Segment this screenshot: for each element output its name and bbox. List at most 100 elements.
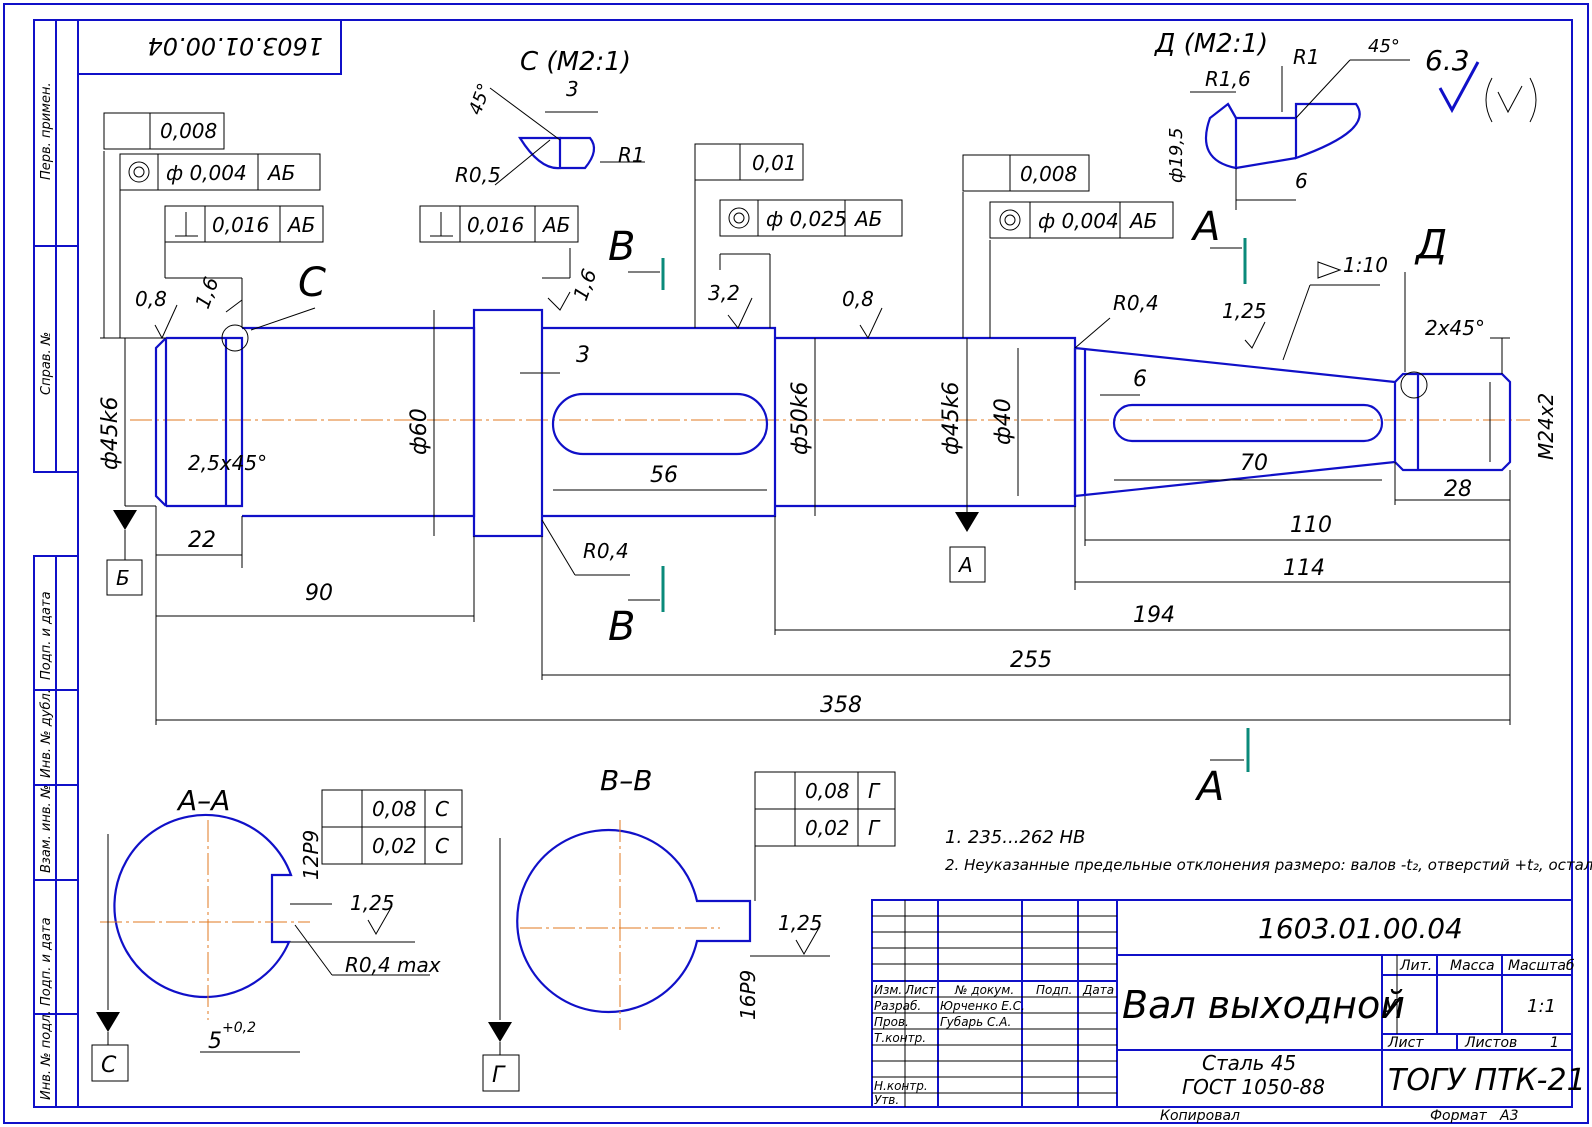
datum-b-box bbox=[106, 559, 143, 596]
dim-110: 110 bbox=[1290, 513, 1332, 538]
roughness-general: 6.3 bbox=[1425, 44, 1470, 77]
perv-label: Перв. примен. bbox=[39, 82, 54, 180]
podp1-label: Подп. и дата bbox=[39, 591, 54, 680]
tol-f11-value: 0,08 bbox=[805, 779, 850, 803]
dim-taper: 1:10 bbox=[1343, 253, 1388, 277]
section-bb-16p9: 16P9 bbox=[736, 970, 760, 1020]
tb-massa: Масса bbox=[1450, 958, 1495, 974]
tb-razrab-name: Юрченко Е.С. bbox=[940, 999, 1025, 1013]
tol-f2-value: ф 0,004 bbox=[166, 161, 247, 185]
dim-r04-b: R0,4 bbox=[1113, 291, 1159, 315]
tb-h-date: Дата bbox=[1082, 983, 1114, 997]
detail-d: Д (М2:1) R1,6 R1 45° 6 bbox=[1154, 29, 1410, 210]
section-markers bbox=[113, 238, 1250, 772]
tb-listov: Листов bbox=[1464, 1035, 1517, 1051]
rough-125-a: 1,25 bbox=[1222, 299, 1267, 323]
tb-lit: Лит. bbox=[1399, 958, 1432, 974]
datum-c-letter: С bbox=[101, 1053, 117, 1078]
datum-a-letter: А bbox=[957, 553, 973, 577]
tol-f6-value: ф 0,025 bbox=[766, 207, 847, 231]
dimension-lines bbox=[100, 151, 1511, 725]
detail-d-r1: R1 bbox=[1293, 45, 1320, 69]
tb-h-doc: № докум. bbox=[954, 983, 1014, 997]
dim-3: 3 bbox=[576, 343, 590, 368]
datum-a-box bbox=[949, 546, 986, 583]
tol-f4-base: АБ bbox=[541, 213, 570, 237]
inv-dubl-label: Инв. № дубл. bbox=[39, 689, 54, 778]
detail-c-r05: R0,5 bbox=[455, 163, 501, 187]
tol-f9-base: С bbox=[435, 797, 449, 821]
tol-f11-base: Г bbox=[868, 779, 881, 803]
dim-6: 6 bbox=[1133, 367, 1147, 392]
tol-f10-base: С bbox=[435, 834, 449, 858]
sprav-label: Справ. № bbox=[39, 332, 54, 395]
dim-255: 255 bbox=[1010, 648, 1052, 673]
shaft-outline bbox=[154, 308, 1512, 538]
section-a-top: А bbox=[1190, 204, 1220, 250]
tb-prov-name: Губарь С.А. bbox=[940, 1015, 1011, 1029]
tol-f12-base: Г bbox=[868, 816, 881, 840]
detail-c-r1: R1 bbox=[618, 143, 645, 167]
datum-b-letter: Б bbox=[116, 566, 130, 590]
tol-f5-value: 0,01 bbox=[752, 151, 797, 175]
stamp-number: 1603.01.00.04 bbox=[147, 32, 323, 60]
dim-r04-a: R0,4 bbox=[583, 539, 629, 563]
tol-f1-value: 0,008 bbox=[160, 119, 217, 143]
detail-c-dim-3: 3 bbox=[566, 77, 579, 101]
roughness-bracket-icon bbox=[1485, 77, 1537, 123]
tb-lit-val: У bbox=[1385, 996, 1397, 1017]
tb-h-izm: Изм. bbox=[874, 983, 902, 997]
section-aa: С А–А 12P9 1,25 R0,4 max 5 +0,2 bbox=[91, 784, 441, 1082]
title-block bbox=[871, 899, 1573, 1108]
tolerance-frames bbox=[103, 112, 1174, 865]
detail-c-letter: С bbox=[298, 260, 326, 306]
roughness-general-icon bbox=[1438, 61, 1480, 114]
detail-c: С (М2:1) 3 45° R0,5 R1 bbox=[455, 47, 645, 187]
tb-scale-val: 1:1 bbox=[1527, 996, 1556, 1017]
taper-icon bbox=[1317, 261, 1342, 279]
dim-m24: M24x2 bbox=[1534, 393, 1558, 460]
section-aa-12p9: 12P9 bbox=[299, 830, 323, 880]
stamp-box bbox=[77, 19, 342, 75]
tb-material-2: ГОСТ 1050-88 bbox=[1182, 1075, 1325, 1099]
inv-podl-label: Инв. № подл. bbox=[39, 1010, 54, 1100]
dim-28: 28 bbox=[1444, 477, 1472, 502]
section-aa-rough: 1,25 bbox=[350, 891, 395, 915]
section-bb-title: В–В bbox=[600, 764, 652, 797]
note-1: 1. 235...262 HB bbox=[945, 827, 1085, 848]
tb-material-1: Сталь 45 bbox=[1202, 1051, 1296, 1075]
tb-nkontr: Н.контр. bbox=[874, 1079, 928, 1093]
note-2: 2. Неуказанные предельные отклонения раз… bbox=[945, 856, 1592, 874]
detail-c-title: С (М2:1) bbox=[520, 47, 631, 77]
detail-d-letter: Д bbox=[1414, 222, 1447, 268]
tol-f4-value: 0,016 bbox=[467, 213, 524, 237]
dim-d60: ф60 bbox=[407, 408, 432, 455]
tb-tkontr: Т.контр. bbox=[874, 1031, 926, 1045]
tb-utv: Утв. bbox=[874, 1093, 899, 1107]
tol-f7-value: 0,008 bbox=[1020, 162, 1077, 186]
section-aa-title: А–А bbox=[176, 784, 230, 817]
side-strip: Перв. примен. Справ. № Подп. и дата Инв.… bbox=[33, 19, 79, 1108]
datum-g-letter: Г bbox=[492, 1063, 506, 1088]
rough-08-b: 0,8 bbox=[842, 287, 874, 311]
dim-22: 22 bbox=[188, 528, 216, 553]
section-aa-r04max: R0,4 max bbox=[345, 953, 441, 977]
tol-f9-value: 0,08 bbox=[372, 797, 417, 821]
section-aa-5-tol: +0,2 bbox=[222, 1020, 256, 1036]
tb-format: Формат bbox=[1430, 1108, 1488, 1124]
tb-format-val: A3 bbox=[1499, 1108, 1518, 1124]
section-v-bottom: В bbox=[608, 604, 635, 650]
outer-frame bbox=[3, 3, 1589, 1124]
section-bb-rough: 1,25 bbox=[778, 911, 823, 935]
rough-08-a: 0,8 bbox=[135, 287, 167, 311]
tb-kopiroval: Копировал bbox=[1160, 1108, 1240, 1124]
detail-c-angle: 45° bbox=[465, 81, 496, 118]
detail-d-r16: R1,6 bbox=[1205, 67, 1251, 91]
tb-org: ТОГУ ПТК-21 bbox=[1388, 1063, 1586, 1098]
detail-d-title: Д (М2:1) bbox=[1154, 29, 1268, 59]
rough-16-a: 1,6 bbox=[190, 274, 223, 312]
dim-56: 56 bbox=[650, 463, 678, 488]
dim-70: 70 bbox=[1240, 451, 1268, 476]
tol-f6-base: АБ bbox=[853, 207, 882, 231]
